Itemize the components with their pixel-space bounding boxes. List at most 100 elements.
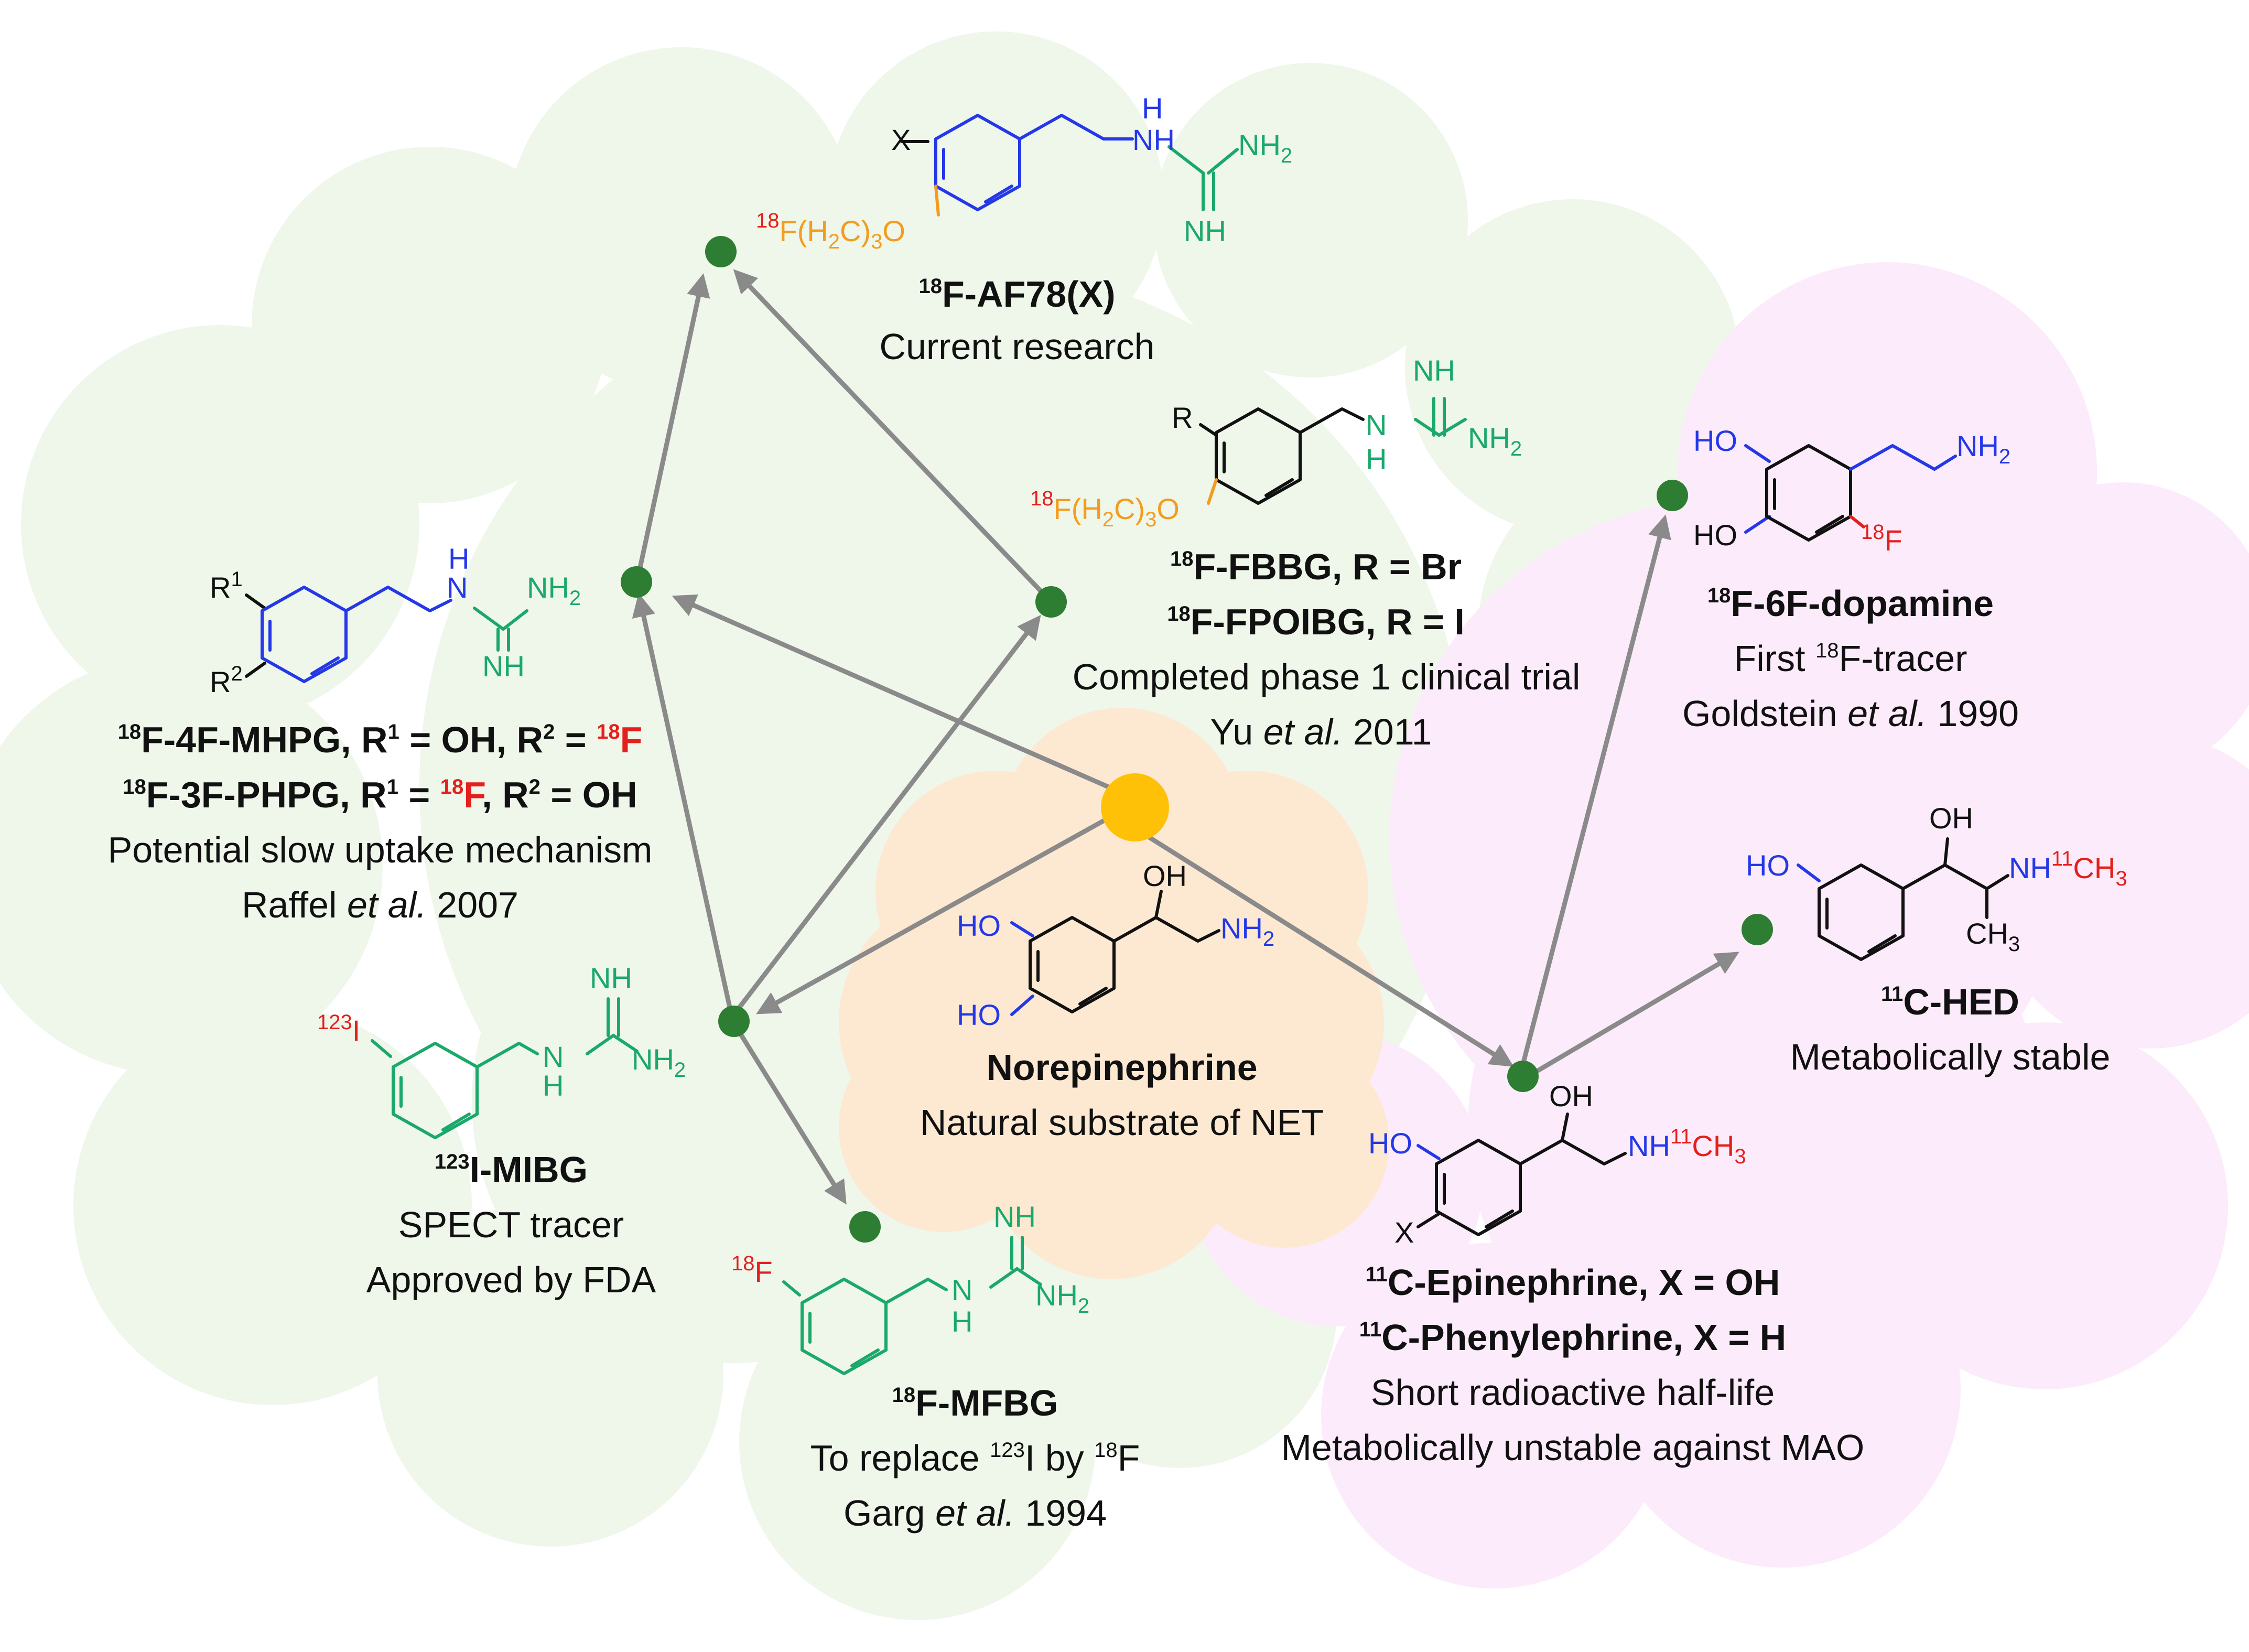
label-mhpg: 18F-4F-MHPG, R1 = OH, R2 = 18F 18F-3F-PH… <box>108 719 653 925</box>
epinephrine-name1: C-Epinephrine, X = OH <box>1388 1262 1780 1303</box>
atom-nh2-sub: 2 <box>569 587 581 610</box>
atom-f-iso: 18 <box>731 1252 755 1275</box>
atom-nh-top: NH <box>993 1200 1036 1233</box>
mhpg-name1d: F <box>620 719 643 760</box>
af78-line1: Current research <box>879 326 1154 367</box>
svg-text:NH2: NH2 <box>1468 422 1522 460</box>
dopamine-author: Goldstein <box>1682 693 1847 734</box>
atom-nh2-sub: 2 <box>1999 445 2010 468</box>
svg-text:18F-FBBG, R = Br: 18F-FBBG, R = Br <box>1170 546 1462 587</box>
atom-c-iso: 11 <box>2051 847 2073 870</box>
structure-mfbg: 18F NH N H NH2 <box>731 1200 1089 1375</box>
atom-nh2: NH <box>1238 128 1281 161</box>
epinephrine-iso1: 11 <box>1365 1263 1387 1286</box>
svg-text:NH11CH3: NH11CH3 <box>2009 847 2127 890</box>
svg-text:R2: R2 <box>210 662 243 698</box>
linker-sub1: 2 <box>828 230 840 253</box>
svg-text:Raffel et al. 2007: Raffel et al. 2007 <box>242 884 518 925</box>
atom-nh: NH <box>1132 123 1175 156</box>
fbbg-name2: F-FPOIBG, R = I <box>1191 601 1465 642</box>
mhpg-name2d: , R <box>482 774 528 815</box>
label-mibg: 123I-MIBG SPECT tracer Approved by FDA <box>366 1149 656 1300</box>
svg-text:NH2: NH2 <box>1220 912 1274 951</box>
mibg-name: I-MIBG <box>470 1149 588 1190</box>
structure-fbbg: R NH N H NH2 18F(H2C)3O <box>1030 354 1522 531</box>
node-mhpg <box>621 566 652 598</box>
svg-text:18F: 18F <box>1861 521 1902 557</box>
label-norepinephrine: Norepinephrine Natural substrate of NET <box>920 1047 1324 1143</box>
svg-text:11C-Epinephrine, X = OH: 11C-Epinephrine, X = OH <box>1365 1262 1780 1303</box>
epinephrine-iso2: 11 <box>1359 1318 1381 1341</box>
label-dopamine: 18F-6F-dopamine First 18F-tracer Goldste… <box>1682 583 2019 734</box>
atom-n: N <box>1366 408 1387 441</box>
svg-text:Goldstein et al. 1990: Goldstein et al. 1990 <box>1682 693 2019 734</box>
atom-ho1: HO <box>1693 424 1737 457</box>
dopamine-iso: 18 <box>1707 584 1731 607</box>
atom-h: H <box>543 1069 564 1102</box>
epinephrine-line2: Metabolically unstable against MAO <box>1281 1427 1865 1468</box>
atom-oh: OH <box>1549 1079 1593 1113</box>
atom-oh: OH <box>1143 859 1187 892</box>
mfbg-iso2: 18 <box>1094 1439 1118 1462</box>
atom-n: N <box>543 1040 564 1073</box>
atom-nh-low: NH <box>1184 214 1226 247</box>
svg-text:NH2: NH2 <box>1035 1279 1089 1318</box>
atom-h: H <box>1366 442 1387 476</box>
svg-text:NH2: NH2 <box>1238 128 1292 167</box>
node-norepinephrine <box>1101 773 1169 841</box>
pink-cloud <box>1190 262 2249 1589</box>
af78-name: F-AF78(X) <box>942 274 1116 315</box>
structure-mhpg: R1 R2 H N NH2 NH <box>210 542 581 698</box>
dopamine-name: F-6F-dopamine <box>1731 583 1994 624</box>
mfbg-name: F-MFBG <box>915 1383 1058 1423</box>
atom-r2: R <box>210 665 231 698</box>
label-hed: 11C-HED Metabolically stable <box>1790 981 2111 1077</box>
node-fbbg <box>1035 586 1067 618</box>
atom-nh-top: NH <box>590 962 632 995</box>
svg-text:NH2: NH2 <box>527 571 581 610</box>
svg-text:18F(H2C)3O: 18F(H2C)3O <box>1030 487 1180 531</box>
linker-sub1: 2 <box>1102 508 1114 531</box>
dopamine-etal: et al. <box>1847 693 1927 734</box>
linker-c: O <box>1156 492 1180 525</box>
epinephrine-name2: C-Phenylephrine, X = H <box>1381 1317 1786 1358</box>
svg-text:R1: R1 <box>210 568 243 604</box>
atom-nh2-sub: 2 <box>1263 927 1274 951</box>
atom-ch3a-sub: 3 <box>2115 867 2127 890</box>
atom-r: R <box>1172 401 1193 434</box>
hed-line1: Metabolically stable <box>1790 1036 2111 1077</box>
atom-ho: HO <box>1746 849 1790 882</box>
svg-text:18F(H2C)3O: 18F(H2C)3O <box>756 209 905 253</box>
norepinephrine-line1: Natural substrate of NET <box>920 1102 1324 1143</box>
label-fbbg: 18F-FBBG, R = Br 18F-FPOIBG, R = I Compl… <box>1073 546 1581 752</box>
atom-nh2-sub: 2 <box>674 1059 686 1082</box>
atom-nh2: NH <box>1468 422 1510 455</box>
atom-f: F <box>755 1255 773 1288</box>
mfbg-line1b: I by <box>1025 1438 1094 1478</box>
atom-nh2: NH <box>527 571 569 604</box>
atom-nh2-sub: 2 <box>1281 144 1292 167</box>
svg-text:NH11CH3: NH11CH3 <box>1628 1125 1746 1168</box>
mhpg-etal: et al. <box>347 884 427 925</box>
linker-c: O <box>882 214 905 247</box>
svg-text:18F-4F-MHPG, R1 = OH, R2 = 18F: 18F-4F-MHPG, R1 = OH, R2 = 18F <box>118 719 643 760</box>
atom-ch3b-sub: 3 <box>2008 933 2020 956</box>
mhpg-name2e: = OH <box>540 774 637 815</box>
atom-nh2-sub: 2 <box>1078 1294 1089 1318</box>
atom-nh-low: NH <box>482 650 525 683</box>
label-mfbg: 18F-MFBG To replace 123I by 18F Garg et … <box>810 1383 1140 1534</box>
atom-ho: HO <box>1368 1127 1412 1160</box>
svg-text:123I-MIBG: 123I-MIBG <box>435 1149 588 1190</box>
node-hed <box>1742 914 1773 945</box>
epinephrine-line1: Short radioactive half-life <box>1371 1372 1775 1413</box>
svg-text:18F-6F-dopamine: 18F-6F-dopamine <box>1707 583 1994 624</box>
label-af78: 18F-AF78(X) Current research <box>879 274 1154 367</box>
atom-ch3a: CH <box>2073 851 2115 884</box>
mhpg-year: 2007 <box>427 884 518 925</box>
fbbg-name1: F-FBBG, R = Br <box>1194 546 1462 587</box>
linker-sub2: 3 <box>1145 508 1156 531</box>
fbbg-iso1: 18 <box>1170 547 1194 570</box>
atom-i-iso: 123 <box>317 1011 352 1034</box>
mfbg-iso1: 123 <box>990 1439 1025 1462</box>
svg-text:18F-3F-PHPG, R1 = 18F, R2 = O: 18F-3F-PHPG, R1 = 18F, R2 = OH <box>123 774 637 815</box>
